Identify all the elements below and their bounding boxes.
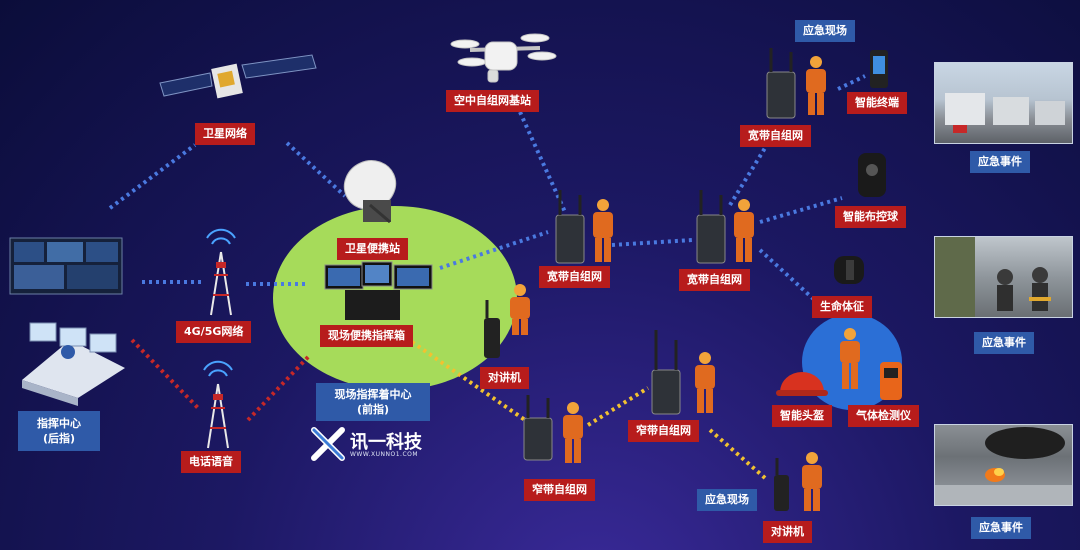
logo-mark-icon [311,427,345,461]
dome-camera-icon [858,153,886,197]
firefighter-icon [593,199,613,262]
mesh-radio-icon [766,48,796,119]
label-broadband-mesh-3: 宽带自组网 [740,125,811,147]
label-air-mesh-station: 空中自组网基站 [446,90,539,112]
vital-band-icon [834,256,864,284]
label-smart-terminal: 智能终端 [847,92,907,114]
gas-detector-icon [880,362,902,400]
label-command-center: 指挥中心 (后指) [18,411,100,451]
drone-icon [450,33,557,83]
logo-brand-text: 讯一科技 [350,432,422,453]
mesh-radio-icon [696,190,726,264]
command-box-icon [324,261,433,320]
command-center-line2: (后指) [42,432,76,445]
phone-tower-icon [203,360,233,449]
cell-tower-icon [206,228,236,316]
firefighter-icon [563,402,583,463]
label-narrowband-mesh-1: 窄带自组网 [524,479,595,501]
satellite-dish-icon [343,160,397,224]
label-satellite-portable: 卫星便携站 [337,238,408,260]
label-phone-voice: 电话语音 [181,451,241,473]
firefighter-icon [840,328,860,389]
emergency-photo-firefighters [934,236,1073,318]
smart-helmet-icon [776,372,828,396]
label-satellite-network: 卫星网络 [195,123,255,145]
brand-logo: 讯一科技 WWW.XUNNO1.COM [310,426,450,466]
firefighter-scene [935,237,1051,317]
label-narrowband-mesh-2: 窄带自组网 [628,420,699,442]
label-emergency-event-2: 应急事件 [974,332,1034,354]
label-emergency-site-2: 应急现场 [697,489,757,511]
field-command-center-line2: (前指) [356,403,390,416]
firefighter-icon [734,199,754,262]
label-field-command-box: 现场便携指挥箱 [320,325,413,347]
label-broadband-mesh-2: 宽带自组网 [679,269,750,291]
label-broadband-mesh-1: 宽带自组网 [539,266,610,288]
label-vital-signs: 生命体征 [812,296,872,318]
satellite-icon [159,54,317,99]
walkie-talkie-icon [484,300,500,358]
firefighter-icon [695,352,715,413]
narrowband-radio-icon [523,395,553,461]
label-field-command-center: 现场指挥着中心 (前指) [316,383,430,421]
label-gas-detector: 气体检测仪 [848,405,919,427]
label-emergency-event-3: 应急事件 [971,517,1031,539]
label-smart-dome-camera: 智能布控球 [835,206,906,228]
network-links [108,74,866,480]
firefighter-icon [510,284,530,335]
firefighter-icon [802,452,822,511]
command-desk-icon [22,322,125,406]
label-smart-helmet: 智能头盔 [772,405,832,427]
label-walkie-talkie-1: 对讲机 [480,367,529,389]
command-center-line1: 指挥中心 [37,417,81,430]
mesh-radio-icon [555,190,585,264]
firefighter-icon [806,56,826,115]
emergency-photo-fire [934,424,1073,506]
smart-terminal-icon [870,50,888,88]
fire-scene [935,427,1072,505]
tank-illustration [945,93,1065,133]
label-emergency-event-1: 应急事件 [970,151,1030,173]
label-emergency-site-1: 应急现场 [795,20,855,42]
wall-display-icon [9,237,123,295]
walkie-talkie-icon [774,458,789,511]
emergency-photo-tanks [934,62,1073,144]
logo-url-text: WWW.XUNNO1.COM [350,451,419,458]
field-command-center-line1: 现场指挥着中心 [334,388,412,401]
narrowband-radio-icon [651,330,681,415]
label-walkie-talkie-2: 对讲机 [763,521,812,543]
label-cellular-network: 4G/5G网络 [176,321,252,343]
